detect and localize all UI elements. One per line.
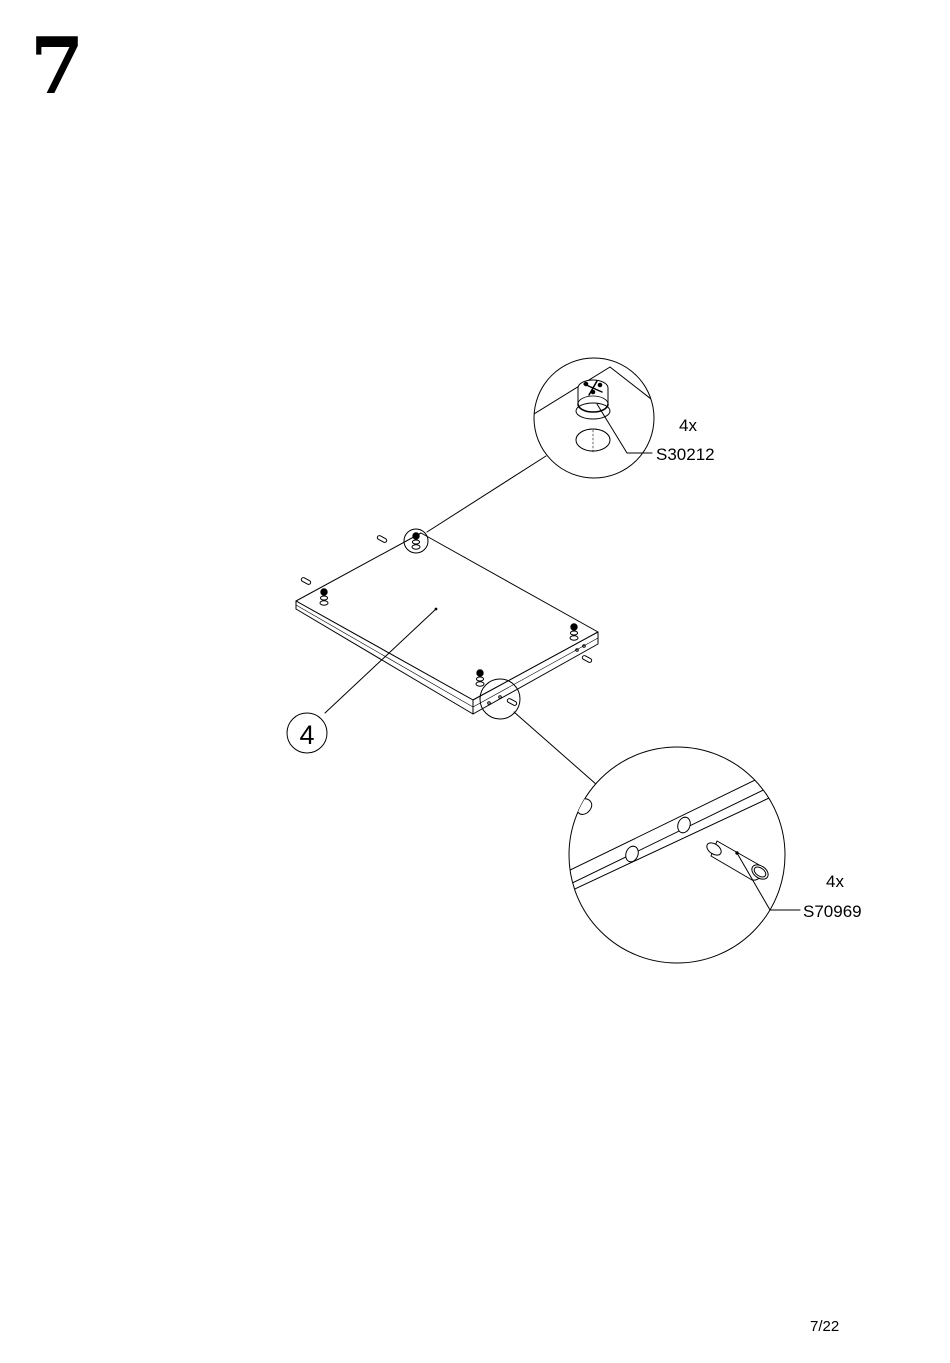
panel-board [296,533,598,714]
detail-view-dowel [562,747,800,963]
dowel-icon [301,577,312,585]
detail-view-cam-lock [534,358,660,478]
cam-lock-icon [412,533,420,549]
dowel-icon [507,698,518,706]
cam-lock-quantity: 4x [679,416,697,435]
cam-lock-part-code: S30212 [656,445,715,464]
part-number-label: 4 [299,720,314,750]
cam-lock-detail-icon [576,380,610,419]
dowel-icon [377,535,388,543]
page-number: 7/22 [810,1319,839,1334]
cam-lock-icon [476,670,484,686]
dowel-quantity: 4x [826,872,844,891]
cam-lock-icon [570,624,578,640]
dowel-part-code: S70969 [803,902,862,921]
dowel-icon [582,655,593,663]
cam-lock-icon [320,589,328,605]
